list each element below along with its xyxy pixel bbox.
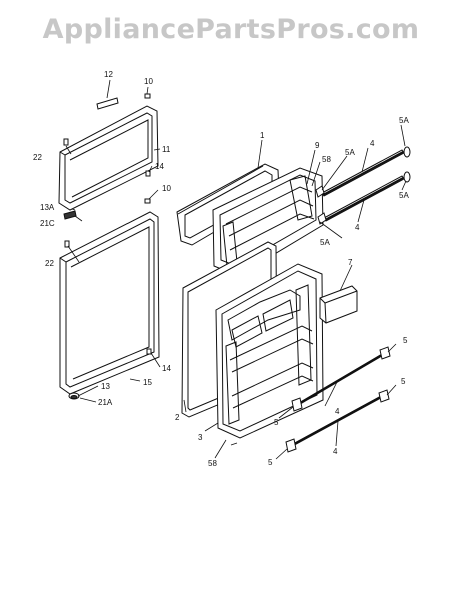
freezer-door-liner [212,167,324,277]
callout-5-left-lower: 5 [268,458,273,467]
callout-58-top: 58 [322,155,331,164]
callout-5-right-upper: 5 [403,336,408,345]
callout-13: 13 [101,382,110,391]
callout-11: 11 [162,145,171,154]
callout-10-fresh-food: 10 [162,184,171,193]
callout-14-freezer: 14 [155,162,164,171]
callout-5a-bottom-left: 5A [320,238,330,247]
freezer-door-panel [58,105,159,211]
callout-5-right-lower: 5 [401,377,406,386]
freezer-shelf-bars-part-4 [321,149,405,222]
callout-21a: 21A [98,398,113,407]
callout-4-third: 4 [335,407,340,416]
end-caps-part-5 [285,346,391,453]
callout-22-fresh-food: 22 [45,259,54,268]
callout-2: 2 [175,413,180,422]
handle-trim-part-12 [96,97,119,110]
callout-4-bottom: 4 [333,447,338,456]
fresh-food-shelf-bars-part-4 [290,352,385,448]
callout-3: 3 [198,433,203,442]
screws-and-pins [63,93,152,400]
callout-5a-mid-right: 5A [399,191,409,200]
callout-14-fresh-food: 14 [162,364,171,373]
watermark: AppliancePartsPros.com [42,14,420,45]
fresh-food-door-liner [215,263,324,439]
callout-4-top: 4 [370,139,375,148]
callout-22-freezer: 22 [33,153,42,162]
fresh-food-door-panel [59,211,160,395]
leader-lines [65,79,407,460]
callout-58-bottom: 58 [208,459,217,468]
callout-10-freezer: 10 [144,77,153,86]
callout-13a: 13A [40,203,55,212]
callout-1: 1 [260,131,265,140]
callout-5-left-upper: 5 [274,418,279,427]
callout-15: 15 [143,378,152,387]
callout-9: 9 [315,141,320,150]
callout-21c: 21C [40,219,55,228]
callout-4-second: 4 [355,223,360,232]
callout-5a-top-right: 5A [399,116,409,125]
dairy-door-part-7 [319,285,358,324]
callout-labels: 12 10 22 11 14 13A 21C 10 22 14 15 13 21… [33,70,409,468]
callout-7: 7 [348,258,353,267]
callout-5a-top-left: 5A [345,148,355,157]
callout-12: 12 [104,70,113,79]
end-caps-part-5a [315,146,411,225]
